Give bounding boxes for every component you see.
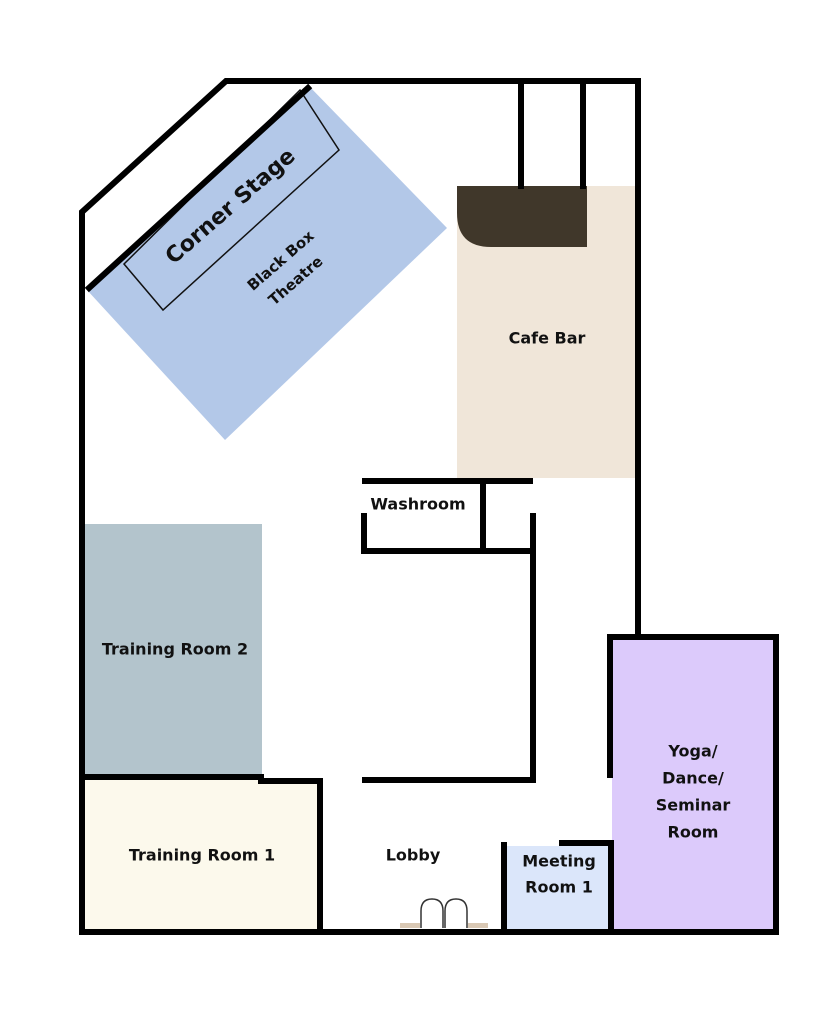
door-threshold-right — [468, 923, 488, 928]
cafe-bar-counter — [457, 186, 587, 247]
yoga-room-label-line3: Seminar — [656, 796, 731, 815]
door-threshold-left — [400, 923, 420, 928]
cafe-bar-label: Cafe Bar — [509, 329, 586, 348]
training-room-1-label: Training Room 1 — [129, 846, 275, 865]
yoga-room-outer-wall — [607, 634, 779, 935]
training-room-2-area — [85, 524, 262, 777]
yoga-room-label-line1: Yoga/ — [667, 742, 717, 761]
meeting-room-1-area — [506, 846, 612, 932]
meeting-room-1-label-line2: Room 1 — [525, 878, 593, 897]
yoga-dance-seminar-room-area — [612, 637, 774, 932]
door-swing-left — [420, 898, 444, 928]
stage-edge-wall — [84, 83, 313, 293]
outer-wall-north-west — [79, 78, 641, 935]
lobby-label: Lobby — [386, 846, 441, 865]
entrance-door[interactable] — [400, 898, 488, 928]
meeting-room-1-label-line1: Meeting — [522, 852, 596, 871]
black-box-theatre-area — [87, 85, 447, 440]
training-room-1-area — [85, 780, 321, 932]
yoga-room-label-line4: Room — [668, 823, 719, 842]
yoga-room-label-line2: Dance/ — [662, 769, 724, 788]
training-room-2-label: Training Room 2 — [102, 640, 248, 659]
walls — [79, 78, 779, 935]
washroom-label: Washroom — [370, 495, 465, 514]
door-swing-right — [444, 898, 468, 928]
